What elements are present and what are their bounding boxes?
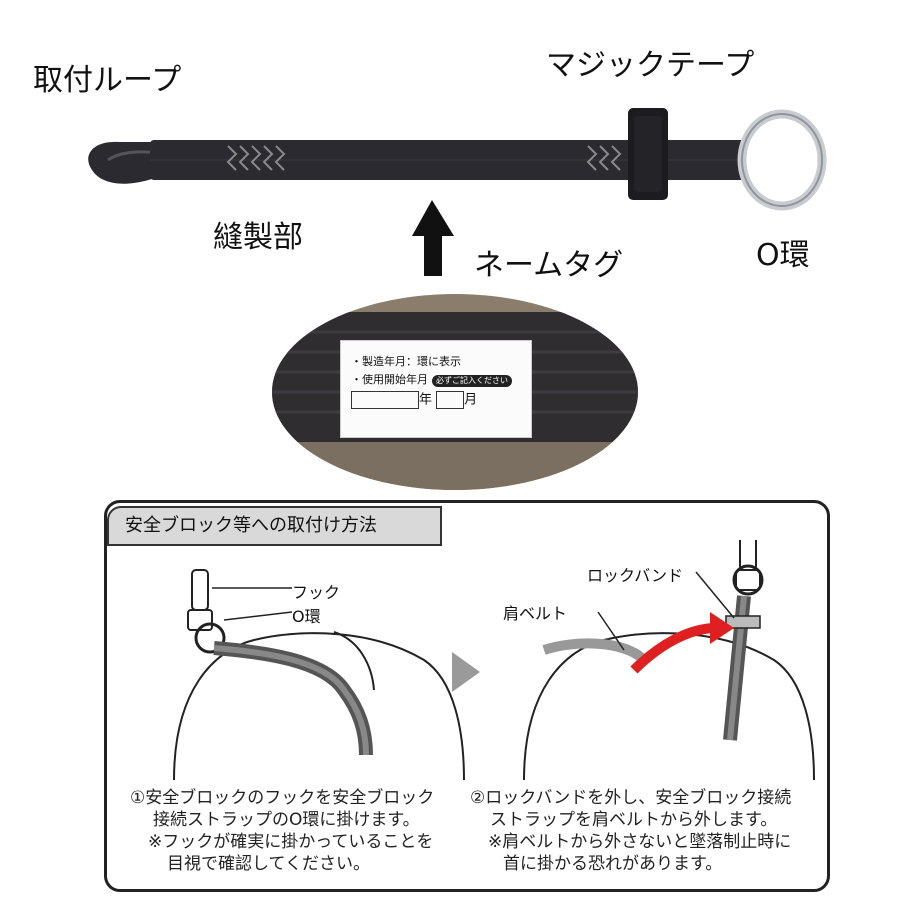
lock-band xyxy=(725,615,761,629)
panel-title: 安全ブロック等への取付け方法 xyxy=(107,506,442,546)
year-box xyxy=(351,391,419,409)
up-arrow xyxy=(412,200,454,276)
body-outline-left xyxy=(173,632,465,780)
hook-right xyxy=(735,540,761,591)
stitching xyxy=(226,145,622,171)
name-tag-label: ・製造年月：環に表示 ・使用開始年月必ずご記入ください 年 月 xyxy=(340,340,532,438)
o-ring-right xyxy=(732,564,764,596)
strap-illustration xyxy=(88,108,827,276)
callout-hook: フック xyxy=(292,583,341,602)
month-box xyxy=(436,391,465,409)
step2-line2: ストラップを肩ベルトから外します。 xyxy=(490,810,778,830)
label-nametag: ネームタグ xyxy=(474,248,624,283)
callout-shoulder-belt: 肩ベルト xyxy=(503,604,568,623)
tag-month: 月 xyxy=(464,392,478,408)
hook-left xyxy=(187,569,213,631)
label-loop: 取付ループ xyxy=(33,63,182,98)
step1-line2: 接続ストラップのO環に掛けます。 xyxy=(153,810,420,830)
next-arrow xyxy=(452,652,480,692)
label-oring: O環 xyxy=(756,238,810,273)
body-outline-right xyxy=(523,632,815,780)
o-ring-left xyxy=(194,622,226,654)
tag-year: 年 xyxy=(419,392,433,408)
step2-line3: ※肩ベルトから外さないと墜落制止時に xyxy=(488,832,792,852)
step1-line3: ※フックが確実に掛かっていることを xyxy=(148,832,434,852)
step2-line1: ②ロックバンドを外し、安全ブロック接続 xyxy=(470,788,792,808)
red-arrow xyxy=(630,623,717,674)
tag-line-1: ・製造年月：環に表示 xyxy=(351,355,461,368)
step2-line4: 首に掛かる恐れがあります。 xyxy=(503,854,723,874)
strap-left xyxy=(213,641,373,756)
label-sewn: 縫製部 xyxy=(213,220,303,255)
callout-lockband: ロックバンド xyxy=(587,566,684,585)
step1-line4: 目視で確認してください。 xyxy=(167,854,370,874)
step1-line1: ①安全ブロックのフックを安全ブロック xyxy=(130,788,435,808)
callout-oring: O環 xyxy=(292,607,321,626)
panel-illustrations xyxy=(173,540,815,780)
tag-chip: 必ずご記入ください xyxy=(432,375,512,387)
tag-line-2: ・使用開始年月 xyxy=(351,373,428,386)
instruction-panel xyxy=(104,500,830,892)
label-velcro: マジックテープ xyxy=(546,48,755,83)
